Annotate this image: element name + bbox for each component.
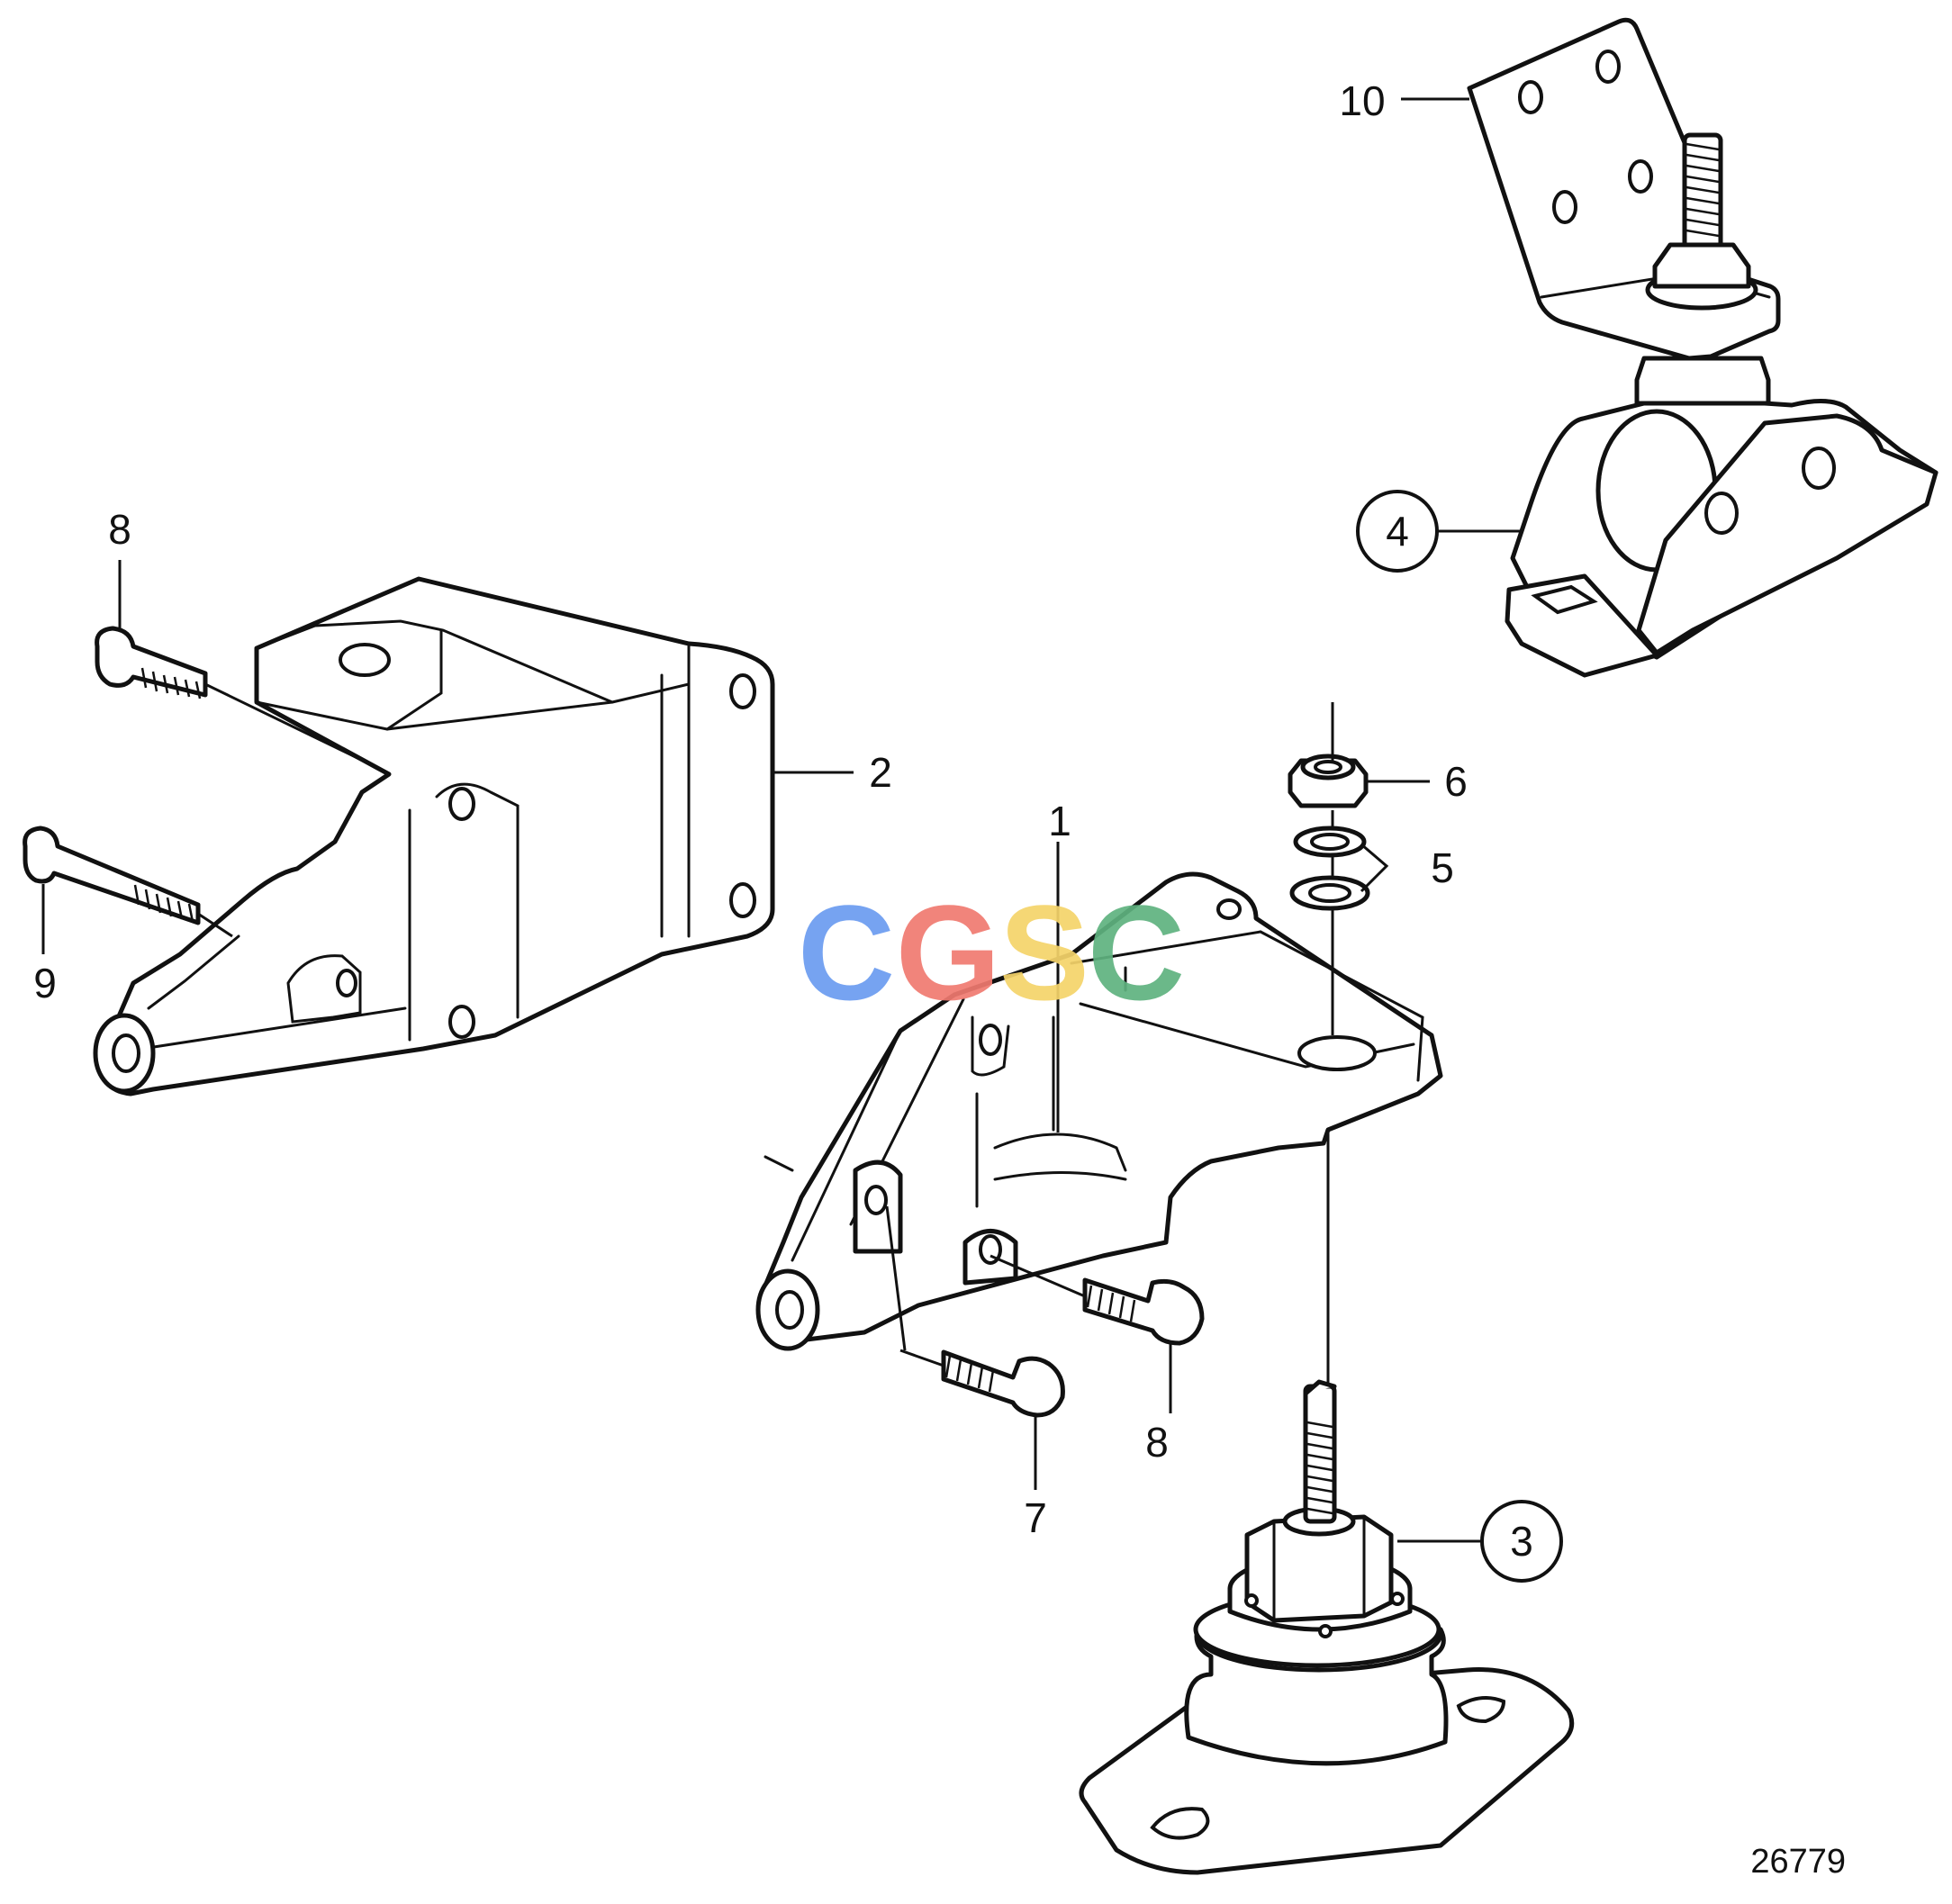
watermark-letter-g: G bbox=[896, 877, 1001, 1028]
callout-label-10: 10 bbox=[1339, 77, 1385, 124]
callout-label-8-center: 8 bbox=[1145, 1419, 1169, 1466]
part-10-bracket-plate bbox=[1467, 17, 1781, 361]
callout-label-8-top: 8 bbox=[108, 506, 131, 553]
leader-lines bbox=[41, 97, 1522, 1543]
part-6-nut bbox=[1288, 753, 1369, 808]
part-8-bolt-center bbox=[1082, 1277, 1205, 1346]
part-7-bolt-center bbox=[941, 1349, 1065, 1418]
watermark-letter-c2: C bbox=[1088, 877, 1185, 1028]
callout-label-3: 3 bbox=[1510, 1518, 1533, 1565]
part-1-center-bracket bbox=[755, 871, 1443, 1351]
part-5-washers bbox=[1289, 826, 1370, 911]
callout-label-4: 4 bbox=[1386, 508, 1409, 555]
callout-circle-3 bbox=[1480, 1500, 1563, 1583]
figure-number: 26779 bbox=[1750, 1843, 1846, 1881]
watermark-letter-s: S bbox=[999, 877, 1089, 1028]
part-4-engine-mount-upper bbox=[1505, 132, 1938, 678]
part-8-bolt-top-left bbox=[95, 626, 208, 699]
watermark-logo: C G S C bbox=[798, 877, 1185, 1028]
part-2-left-bracket bbox=[93, 576, 775, 1096]
callout-label-6: 6 bbox=[1444, 758, 1468, 805]
callout-label-1: 1 bbox=[1048, 798, 1071, 844]
callout-circle-4 bbox=[1356, 490, 1439, 573]
callout-label-2: 2 bbox=[869, 749, 892, 796]
callout-label-7: 7 bbox=[1024, 1494, 1047, 1541]
callout-label-5: 5 bbox=[1431, 844, 1454, 891]
part-9-bolt-left bbox=[23, 826, 201, 925]
callout-label-9: 9 bbox=[33, 960, 57, 1006]
watermark-letter-c1: C bbox=[798, 877, 895, 1028]
part-3-engine-mount-lower bbox=[1079, 1379, 1575, 1875]
